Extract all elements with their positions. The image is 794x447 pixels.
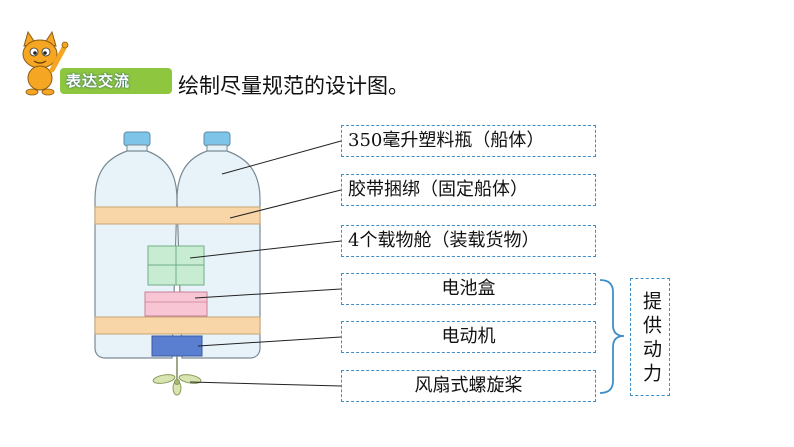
leader-line <box>221 140 342 175</box>
bottle-cap-right <box>203 131 231 147</box>
callout-tape: 胶带捆绑（固定船体） <box>341 174 596 206</box>
cat-mascot-icon <box>22 30 69 96</box>
tape-strap-bottom <box>94 316 261 335</box>
bottle-neck-left <box>126 144 148 152</box>
leader-line <box>194 288 342 299</box>
leader-line <box>197 336 342 347</box>
bottle-cap-left <box>123 131 151 147</box>
tape-strap-top <box>94 206 261 225</box>
section-tag: 表达交流 <box>66 72 131 90</box>
grouping-brace <box>599 279 625 394</box>
cargo-compartment <box>175 264 205 286</box>
callout-motor: 电动机 <box>341 321 596 353</box>
leader-line <box>229 189 342 219</box>
cargo-compartment <box>147 264 177 286</box>
bottle-neck-right <box>206 144 228 152</box>
cargo-compartment <box>147 245 177 266</box>
callout-propeller: 风扇式螺旋桨 <box>341 370 596 402</box>
leader-line <box>189 381 342 387</box>
cargo-compartment <box>175 245 205 266</box>
instruction-text: 绘制尽量规范的设计图。 <box>178 74 409 98</box>
callout-battery: 电池盒 <box>341 273 596 305</box>
power-group-label: 提供动力 <box>630 278 670 396</box>
header-tag-background <box>60 68 172 94</box>
leader-line <box>189 240 342 259</box>
cargo-compartments <box>147 245 205 286</box>
propeller <box>152 374 202 396</box>
motor <box>151 335 203 357</box>
callout-bottle-hull: 350毫升塑料瓶（船体） <box>341 125 596 157</box>
battery-box <box>144 291 208 317</box>
leader-lines <box>189 140 342 387</box>
callout-cargo: 4个载物舱（装载货物） <box>341 225 596 257</box>
